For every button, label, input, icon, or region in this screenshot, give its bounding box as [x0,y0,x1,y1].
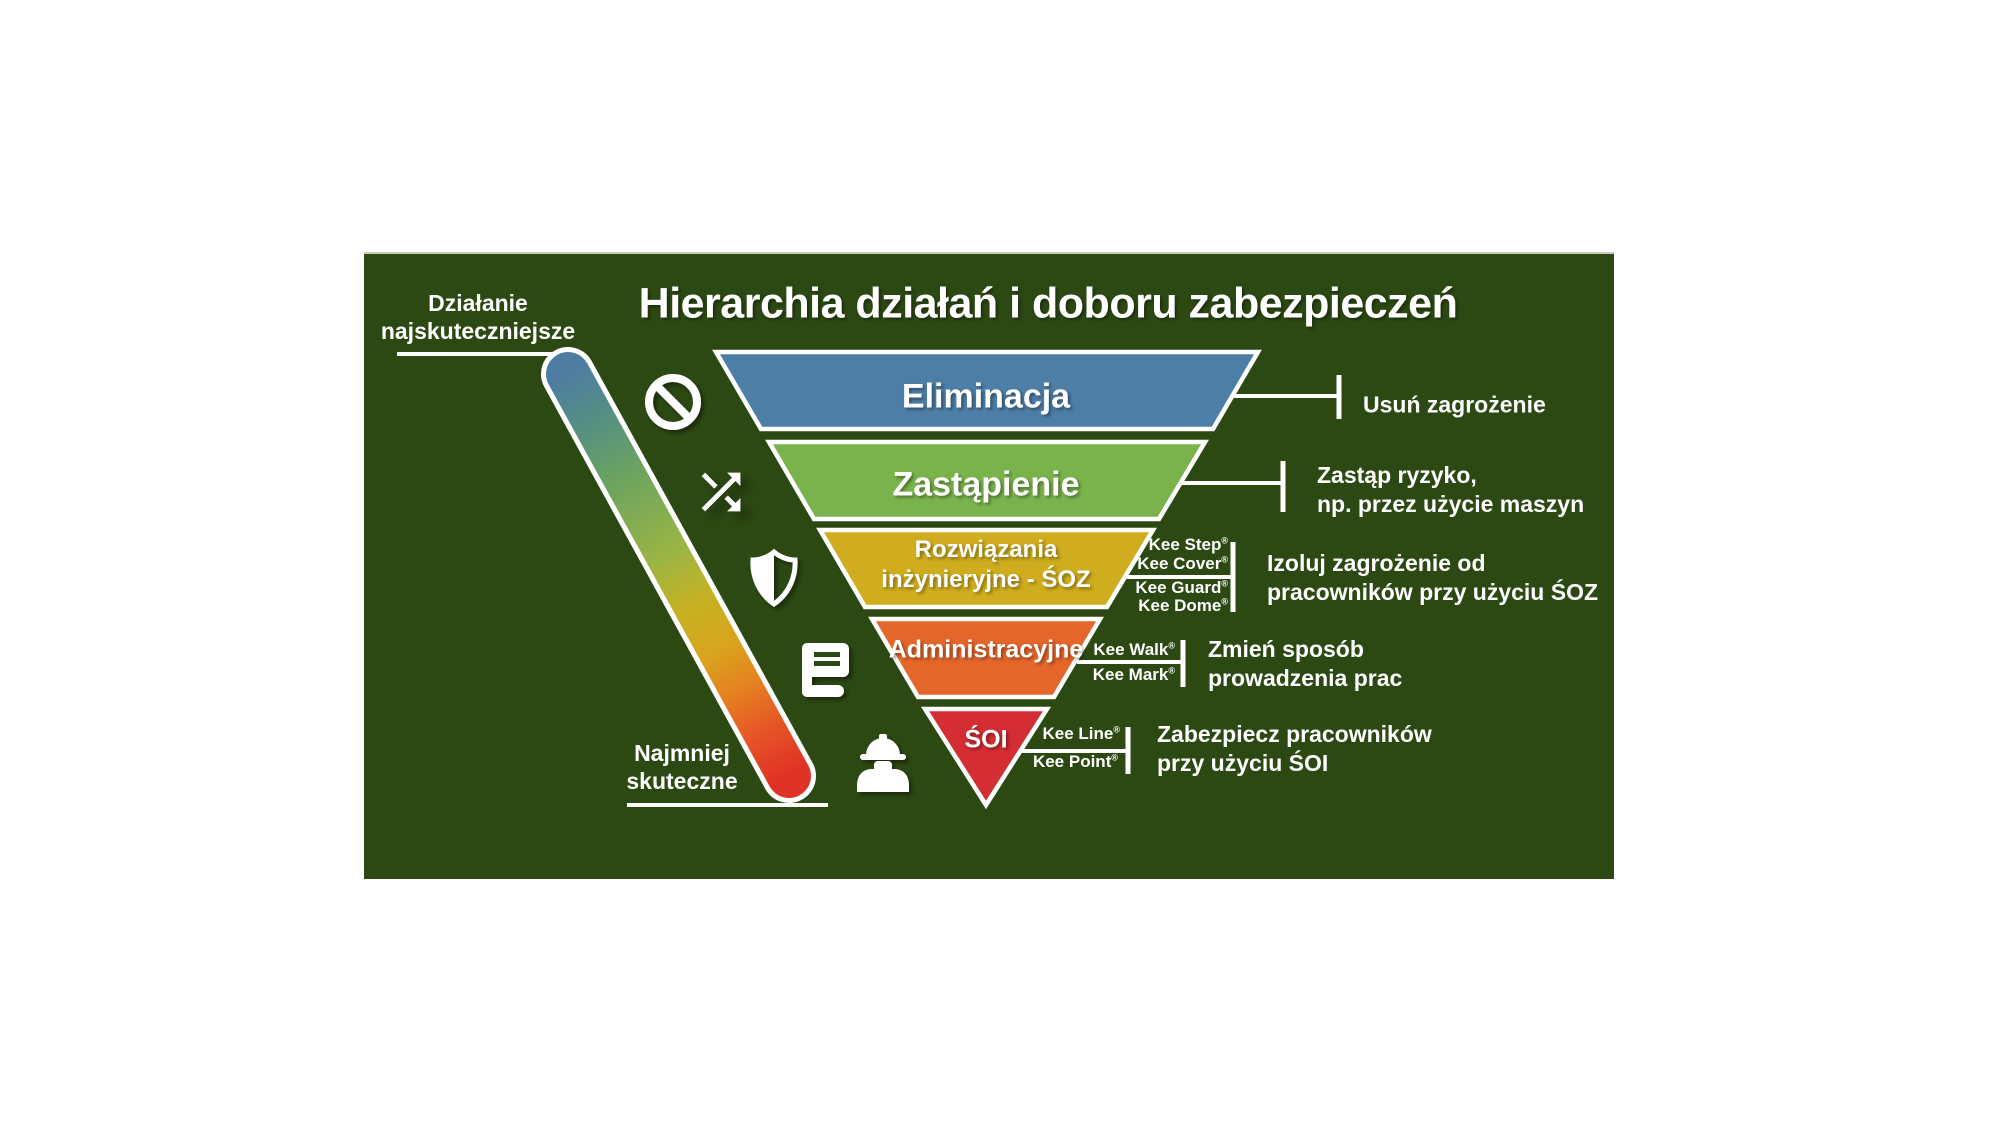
effectiveness-top-line2: najskuteczniejsze [380,318,576,344]
annotation-rozwiazania-line2: pracowników przy użyciu ŚOZ [1267,579,1599,605]
annotation-zastapienie-line1: Zastąp ryzyko, [1317,462,1477,488]
annotation-eliminacja: Usuń zagrożenie [1363,391,1546,418]
product-kee-dome: Kee Dome® [1138,596,1228,616]
reg-mark: ® [1221,554,1228,565]
band-label-administracyjne: Administracyjne [888,635,1084,664]
effectiveness-top-label: Działanie najskuteczniejsze [381,289,575,345]
product-kee-cover: Kee Cover® [1137,554,1228,574]
hierarchy-panel: Hierarchia działań i doboru zabezpieczeń… [364,252,1614,879]
band-label-rozwiazania-line1: Rozwiązania [914,536,1058,563]
worker-icon [857,734,909,792]
reg-mark: ® [1111,752,1118,763]
annotation-rozwiazania: Izoluj zagrożenie od pracowników przy uż… [1267,549,1598,607]
effectiveness-top-line1: Działanie [428,290,528,316]
shield-icon [750,548,798,608]
funnel [712,349,1262,810]
product-kee-walk: Kee Walk® [1093,640,1175,660]
band-label-eliminacja: Eliminacja [901,377,1071,416]
page-title: Hierarchia działań i doboru zabezpieczeń [638,279,1458,328]
product-kee-point: Kee Point® [1032,752,1118,772]
band-zastapienie [765,439,1209,522]
shuffle-icon [701,472,741,512]
effectiveness-bottom-line1: Najmniej [634,740,730,766]
band-label-rozwiazania-line2: inżynieryjne - ŚOZ [881,566,1091,593]
band-eliminacja [712,349,1262,432]
band-label-rozwiazania: Rozwiązania inżynieryjne - ŚOZ [881,535,1090,595]
annotation-soi-line2: przy użyciu ŚOI [1157,750,1329,776]
annotation-rozwiazania-line1: Izoluj zagrożenie od [1267,550,1486,576]
product-kee-guard: Kee Guard® [1135,578,1228,598]
reg-mark: ® [1113,724,1120,735]
product-kee-line: Kee Line® [1042,724,1121,744]
reg-mark: ® [1221,596,1228,607]
effectiveness-gradient-bar [397,347,828,807]
product-kee-mark: Kee Mark® [1092,665,1175,685]
reg-mark: ® [1221,535,1228,546]
band-label-zastapienie: Zastąpienie [892,465,1080,504]
annotation-administracyjne-line2: prowadzenia prac [1208,665,1403,691]
reg-mark: ® [1168,665,1175,676]
annotation-soi-line1: Zabezpiecz pracowników [1157,721,1432,747]
effectiveness-bottom-label: Najmniej skuteczne [626,739,737,795]
annotation-administracyjne-line1: Zmień sposób [1208,636,1364,662]
product-kee-step: Kee Step® [1148,535,1228,555]
effectiveness-bottom-line2: skuteczne [626,768,738,794]
reg-mark: ® [1168,640,1175,651]
band-rozwiazania [816,527,1157,610]
annotation-zastapienie: Zastąp ryzyko, np. przez użycie maszyn [1317,461,1584,519]
annotation-soi: Zabezpiecz pracowników przy użyciu ŚOI [1157,720,1432,778]
annotation-zastapienie-line2: np. przez użycie maszyn [1317,491,1585,517]
band-soi [920,706,1052,810]
diagram-graphics [397,347,1342,810]
band-label-soi: ŚOI [964,725,1008,754]
prohibition-icon [645,374,701,430]
book-icon [802,643,849,697]
reg-mark: ® [1221,578,1228,589]
connectors [1021,375,1342,774]
annotation-administracyjne: Zmień sposób prowadzenia prac [1208,635,1402,693]
band-administracyjne [868,616,1104,700]
